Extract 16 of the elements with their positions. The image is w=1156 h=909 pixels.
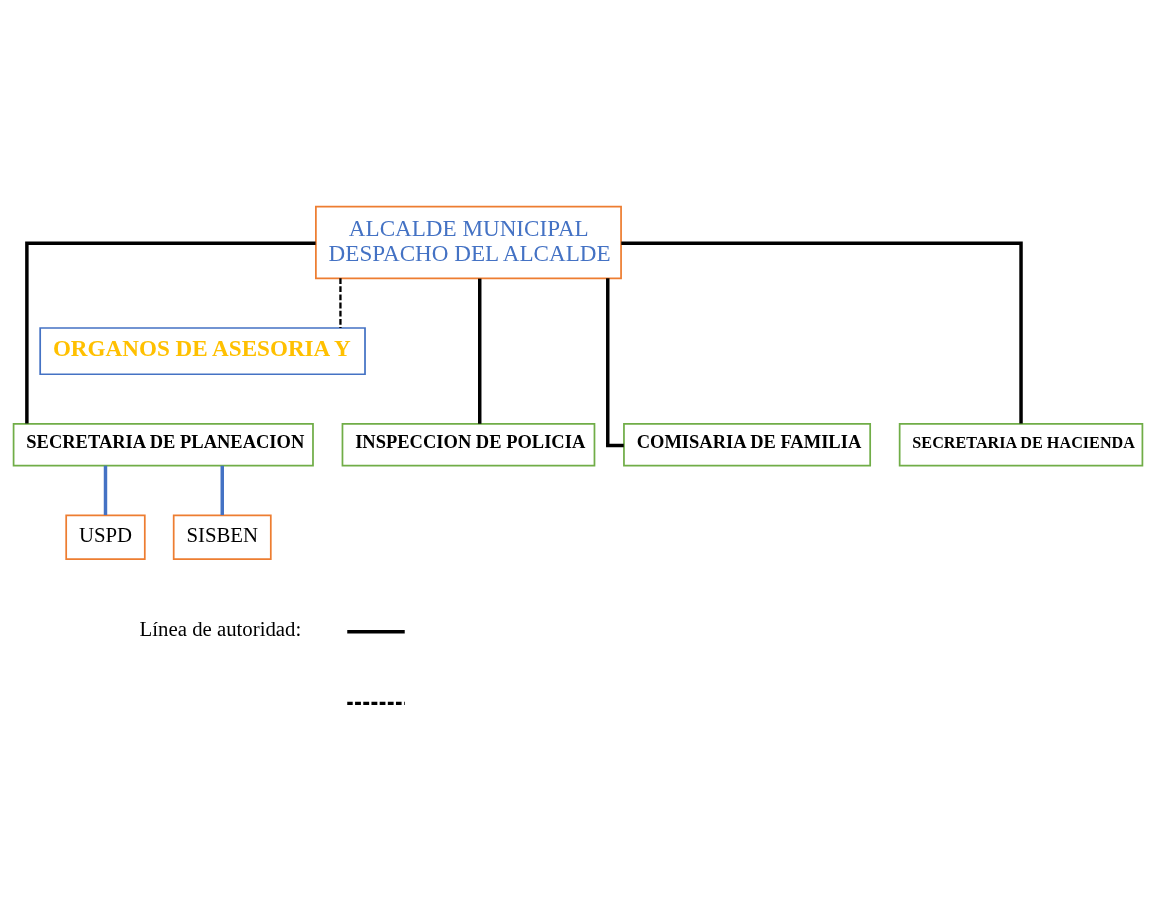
connector [606, 277, 624, 447]
node-box: COMISARIA DE FAMILIA [623, 422, 872, 466]
connector [339, 277, 342, 328]
legend-label: Línea de autoridad: [139, 616, 302, 640]
connector [220, 465, 224, 515]
node-box: SISBEN [172, 513, 272, 560]
connector [478, 278, 482, 424]
node-box: USPD [65, 513, 146, 560]
node-box: INSPECCION DE POLICIA [341, 422, 596, 466]
node-box: ALCALDE MUNICIPAL DESPACHO DEL ALCALDE [315, 205, 622, 279]
node-box: SECRETARIA DE PLANEACION [12, 422, 314, 466]
connector [25, 241, 316, 424]
node-box: SECRETARIA DE HACIENDA [898, 422, 1144, 466]
connector [621, 241, 1023, 424]
connector [103, 465, 108, 515]
node-box: ORGANOS DE ASESORIA Y [39, 326, 366, 375]
